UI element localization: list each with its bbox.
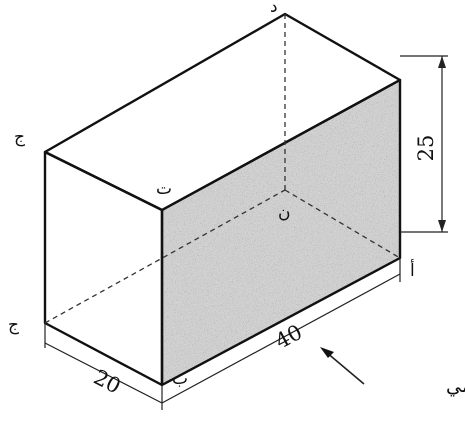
height-value: 25 bbox=[414, 135, 438, 162]
label-bottom-back-left: ج bbox=[8, 315, 19, 335]
left-face bbox=[43, 150, 164, 387]
hidden-bottom-edge bbox=[44, 189, 286, 324]
front-arrow-head bbox=[320, 347, 334, 358]
height-arrow-top bbox=[438, 56, 446, 68]
front-arrow-line bbox=[325, 351, 365, 385]
label-front-face-center: ن bbox=[278, 203, 290, 223]
label-top-front-left: ج bbox=[14, 127, 25, 147]
width-value: 20 bbox=[90, 365, 125, 399]
label-right-bottom: أ bbox=[410, 259, 415, 281]
front-face-texture bbox=[162, 80, 400, 385]
width-dim-line bbox=[44, 342, 163, 404]
label-front-bottom-left: ب bbox=[172, 369, 188, 389]
height-arrow-bottom bbox=[438, 220, 446, 232]
length-dim-line bbox=[161, 273, 401, 404]
label-top-back-right: د bbox=[270, 0, 278, 17]
front-label: الأمامي bbox=[446, 374, 465, 397]
hidden-right-edge bbox=[284, 189, 401, 259]
label-front-top-left: ت bbox=[156, 179, 172, 199]
